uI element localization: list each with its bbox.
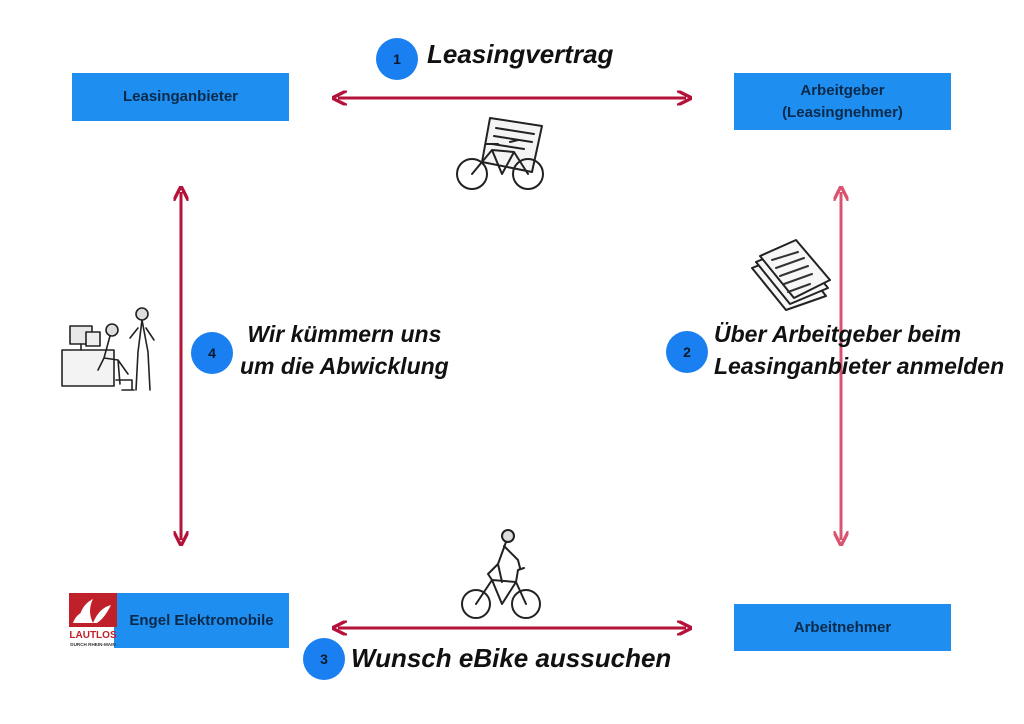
box-label: Arbeitgeber (800, 81, 885, 99)
logo-tagline: DURCH RHEIN-MAIN (70, 642, 116, 647)
step-number: 4 (208, 345, 216, 361)
logo-name: LAUTLOS (69, 630, 117, 641)
step-3-badge: 3 (303, 638, 345, 680)
step-1-badge: 1 (376, 38, 418, 80)
cyclist-icon (461, 529, 541, 619)
bicycle-contract-icon (456, 117, 544, 190)
box-employee: Arbeitnehmer (734, 604, 951, 651)
box-label: Leasinganbieter (122, 88, 239, 105)
box-label: Arbeitnehmer (793, 618, 892, 636)
box-leasing-provider: Leasinganbieter (72, 73, 289, 121)
documents-icon (751, 239, 831, 311)
step-2-line-1: Über Arbeitgeber beim (714, 321, 962, 347)
box-dealer: Engel Elektromobile (114, 593, 289, 648)
box-employer: Arbeitgeber (Leasingnehmer) (734, 73, 951, 130)
step-2-text: Über Arbeitgeber beim Leasinganbieter an… (714, 318, 1004, 382)
step-2-badge: 2 (666, 331, 708, 373)
box-label: Engel Elektromobile (129, 611, 274, 629)
step-number: 2 (683, 344, 691, 360)
step-4-text: Wir kümmern uns um die Abwicklung (240, 318, 449, 382)
step-number: 3 (320, 651, 328, 667)
step-4-badge: 4 (191, 332, 233, 374)
step-4-line-2: um die Abwicklung (240, 353, 449, 379)
step-4-line-1: Wir kümmern uns (247, 321, 442, 347)
office-workers-icon (61, 307, 155, 391)
step-number: 1 (393, 51, 401, 67)
lautlos-logo-icon: LAUTLOS DURCH RHEIN-MAIN (69, 593, 117, 647)
step-2-line-2: Leasinganbieter anmelden (714, 353, 1005, 379)
box-sublabel: (Leasingnehmer) (782, 103, 903, 121)
step-1-text: Leasingvertrag (427, 39, 614, 69)
step-3-text: Wunsch eBike aussuchen (351, 643, 672, 673)
